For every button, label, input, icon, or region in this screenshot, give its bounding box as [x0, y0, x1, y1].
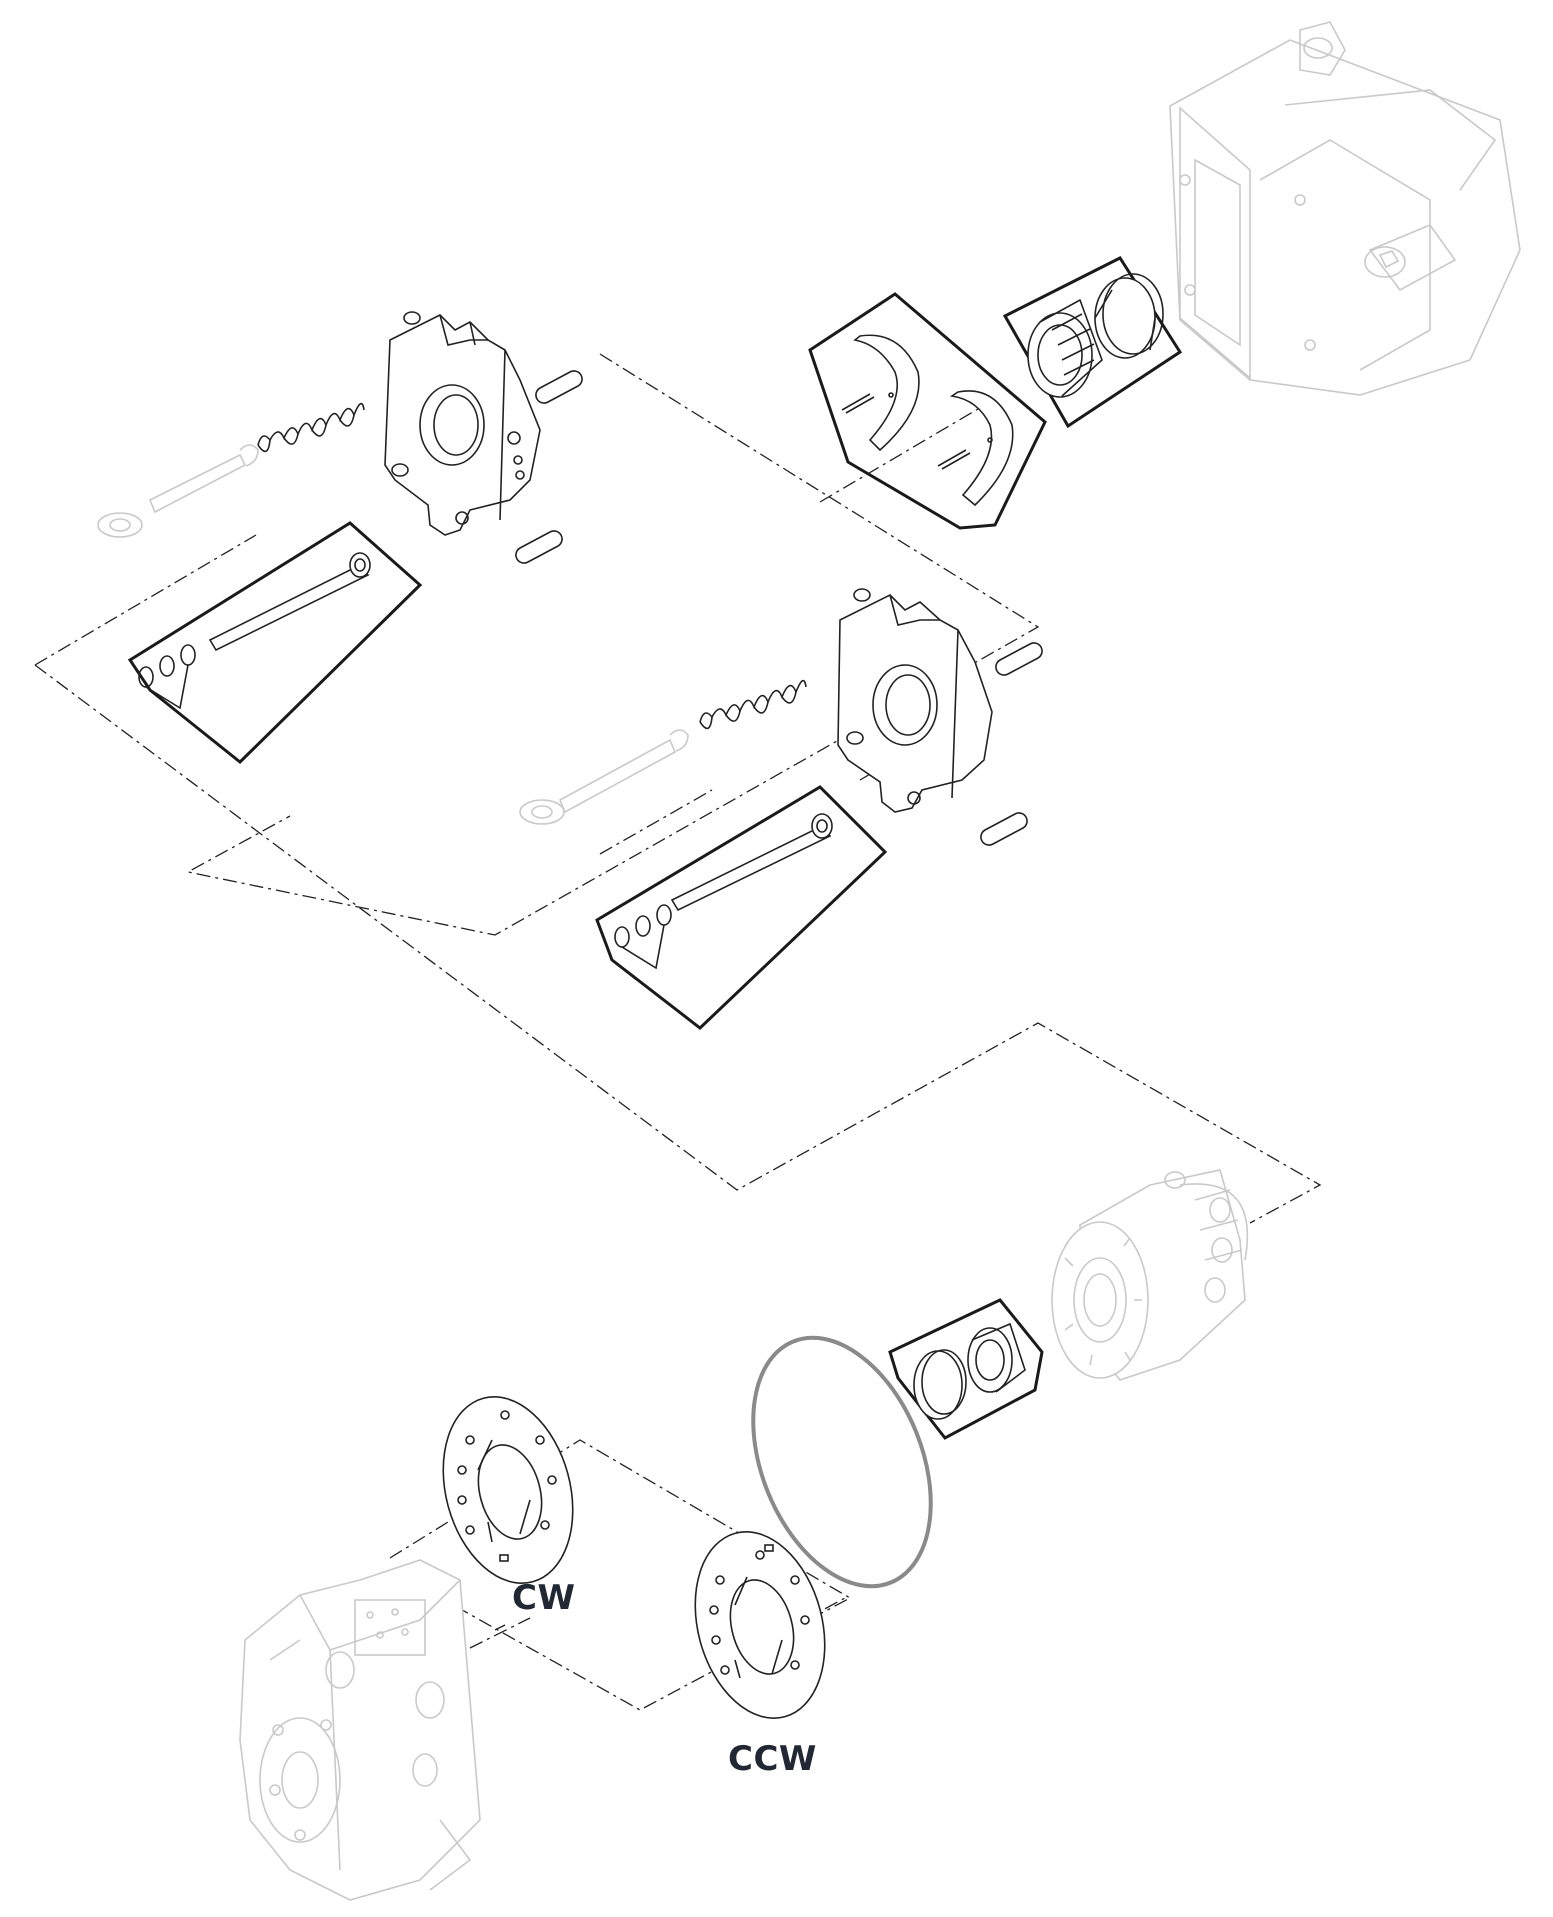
spring-upper [257, 402, 365, 453]
valve-plate-ccw [694, 1531, 826, 1719]
large-oring [751, 1335, 933, 1589]
link-callout-lower [595, 785, 888, 1030]
bearing-callout-lower [888, 1298, 1044, 1440]
bearing-callout-top [1002, 256, 1183, 429]
servo-piston-lower [519, 729, 689, 825]
spring-lower [699, 679, 807, 730]
servo-piston-upper [97, 444, 259, 538]
orings-upper [138, 644, 196, 710]
orings-lower [614, 904, 672, 970]
swashplate-lower [837, 588, 993, 813]
assembly-path-lines [34, 353, 1322, 1711]
pins-lower [980, 642, 1043, 846]
tapered-roller-bearing-lower [967, 1322, 1026, 1393]
bearing-cup-lower [913, 1349, 967, 1420]
valve-plate-cw [442, 1396, 574, 1584]
saddle-bearing-2 [949, 390, 1014, 507]
end-cap-housing [239, 1559, 481, 1901]
link-rod-upper [208, 552, 371, 652]
pump-housing [1169, 21, 1521, 396]
cw-label: CW [512, 1578, 576, 1618]
saddle-bearing-1 [853, 334, 920, 452]
ccw-label: CCW [728, 1739, 817, 1779]
cylinder-block [1051, 1169, 1249, 1381]
swashplate-upper [384, 311, 541, 536]
pins-upper [515, 370, 583, 564]
link-rod-lower [670, 813, 833, 912]
link-callout-upper [127, 521, 423, 765]
dowel-pin-small [841, 393, 971, 470]
tapered-roller-bearing [1027, 298, 1103, 398]
saddle-bearing-callout [808, 292, 1047, 530]
bearing-cup [1094, 273, 1164, 359]
